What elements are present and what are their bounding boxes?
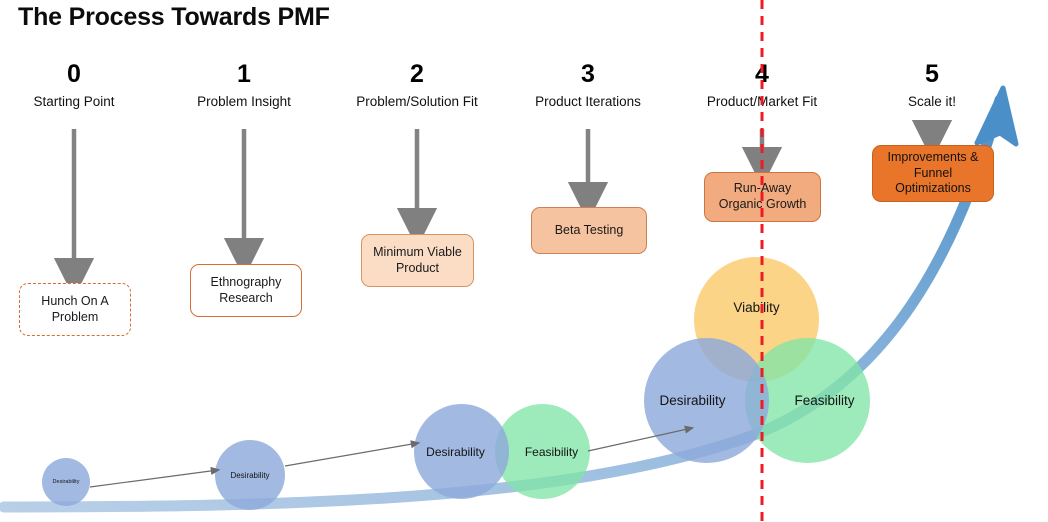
step-caption: Scale it! xyxy=(907,94,957,109)
step-number: 1 xyxy=(237,60,251,88)
step-caption: Product Iterations xyxy=(535,94,641,109)
step-header-0: 0 Starting Point xyxy=(4,62,144,110)
step-number: 3 xyxy=(581,60,595,88)
circle-label: Feasibility xyxy=(524,444,579,459)
stage-connectors xyxy=(89,425,695,488)
circle-label: Desirability xyxy=(426,444,485,459)
page-title: The Process Towards PMF xyxy=(18,3,330,31)
circle-desirability-stage2[interactable]: Desirability xyxy=(414,404,509,499)
circle-label: Feasibility xyxy=(794,393,855,408)
circle-desirability-stage0[interactable]: Desirability xyxy=(42,458,90,506)
circle-desirability-stage3[interactable]: Desirability xyxy=(644,338,769,463)
step-header-2: 2 Problem/Solution Fit xyxy=(337,62,497,110)
step-header-3: 3 Product Iterations xyxy=(513,62,663,110)
circle-label: Desirability xyxy=(52,479,80,485)
growth-arrow-head xyxy=(974,85,1019,147)
box-ethnography-research[interactable]: Ethnography Research xyxy=(190,264,302,317)
step-number: 4 xyxy=(755,60,769,88)
step-caption: Starting Point xyxy=(33,94,115,109)
step-number: 2 xyxy=(410,60,424,88)
circle-label: Desirability xyxy=(659,393,726,408)
step-caption: Problem/Solution Fit xyxy=(356,94,478,109)
step-header-1: 1 Problem Insight xyxy=(174,62,314,110)
circle-label: Desirability xyxy=(230,470,270,480)
circle-label: Viability xyxy=(733,300,780,315)
step-down-arrows xyxy=(53,119,953,299)
step-header-5: 5 Scale it! xyxy=(867,62,997,110)
circle-feasibility-stage2[interactable]: Feasibility xyxy=(495,404,590,499)
step-number: 5 xyxy=(925,60,939,88)
step-caption: Problem Insight xyxy=(197,94,291,109)
step-number: 0 xyxy=(67,60,81,88)
circle-desirability-stage1[interactable]: Desirability xyxy=(215,440,285,510)
